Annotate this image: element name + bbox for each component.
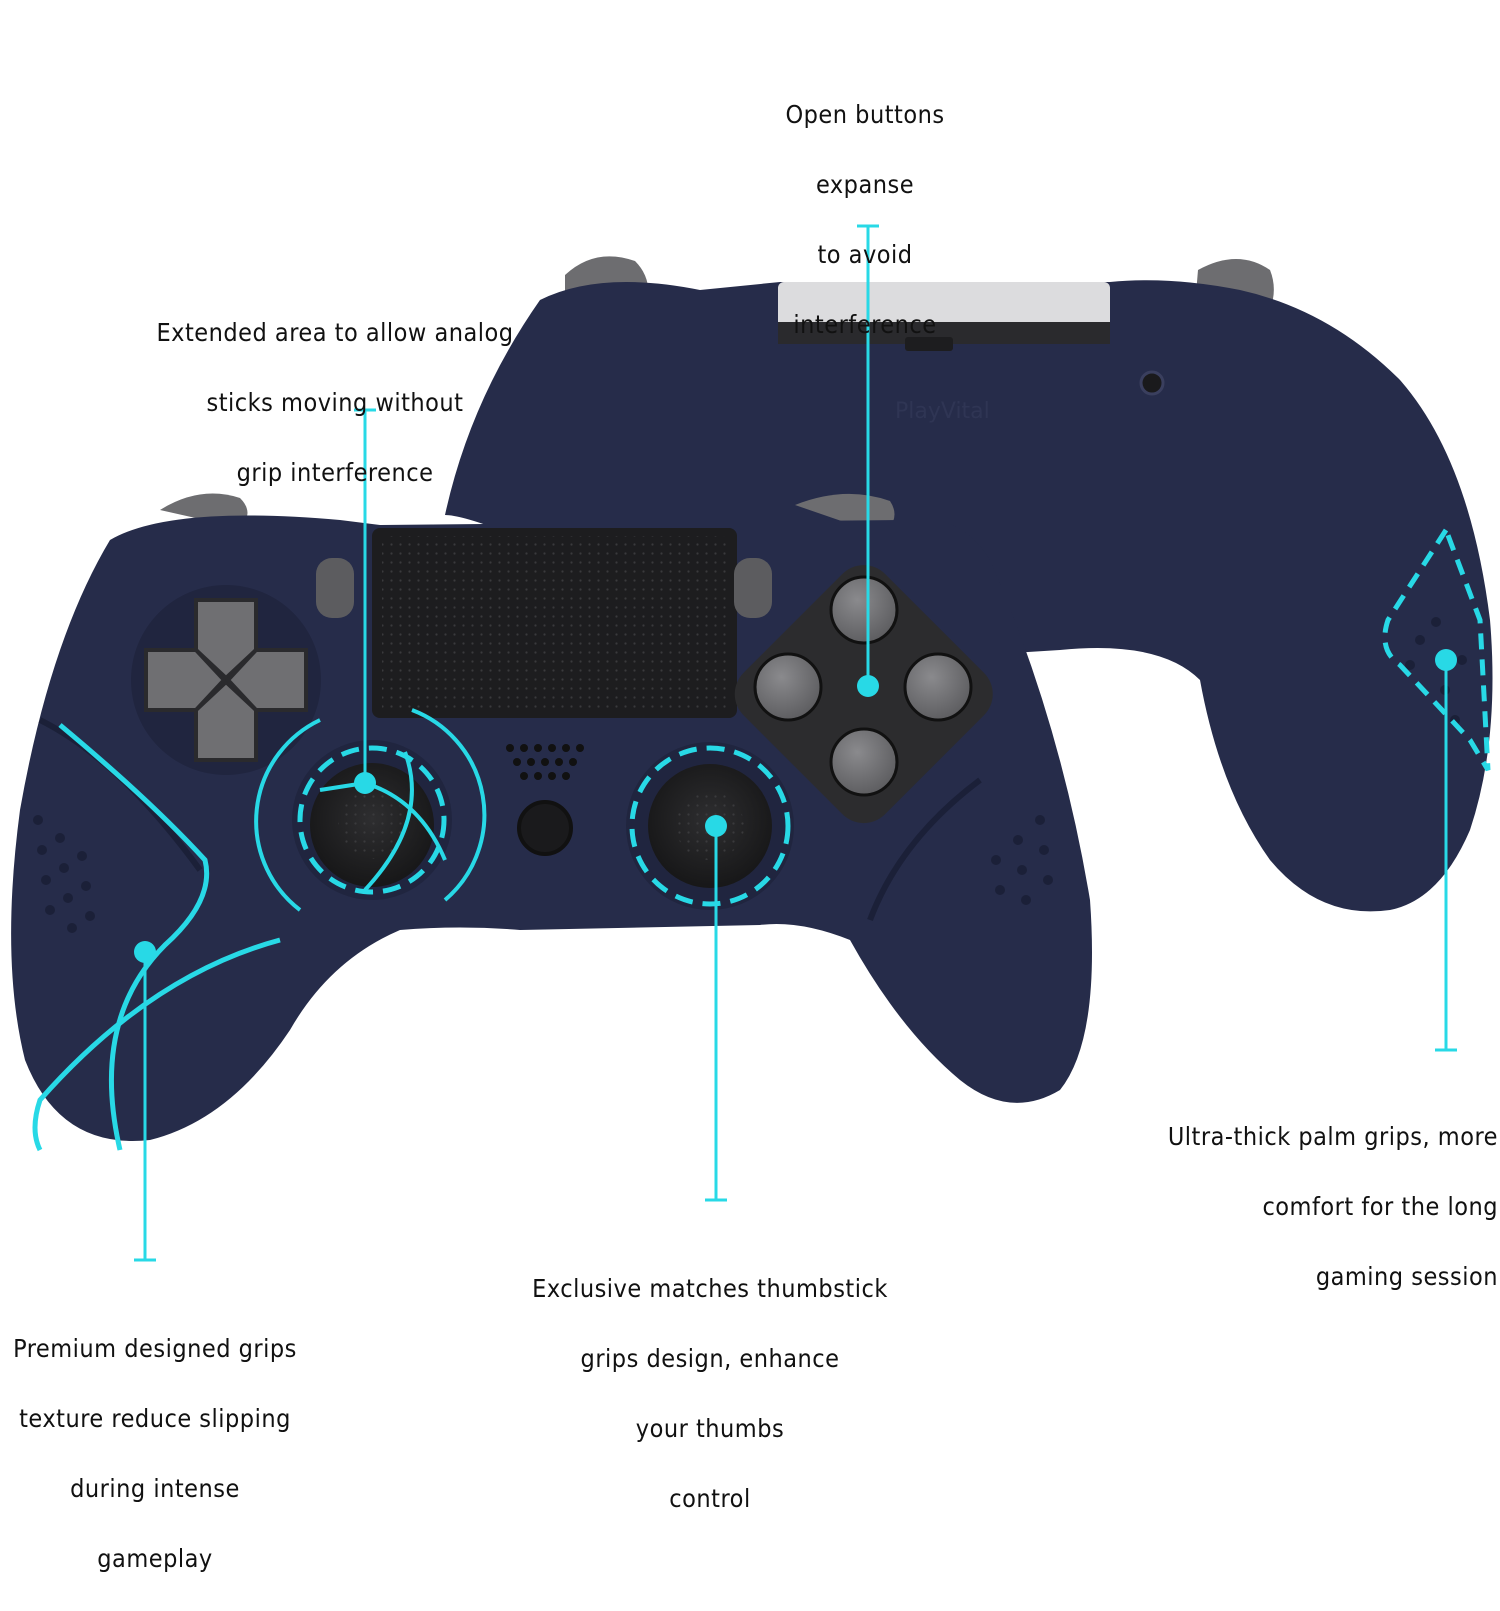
callout-leaders <box>134 224 1457 1262</box>
callout-line: grips design, enhance <box>580 1344 840 1373</box>
callout-line: grip interference <box>236 458 434 487</box>
callout-open-buttons: Open buttons expanse to avoid interferen… <box>760 62 970 377</box>
brand-emboss: PlayVital <box>895 399 990 424</box>
ps-button <box>517 800 573 856</box>
callout-grip-texture: Premium designed grips texture reduce sl… <box>0 1296 310 1611</box>
callout-line: interference <box>793 310 937 339</box>
headphone-jack <box>1139 370 1165 396</box>
callout-line: control <box>669 1484 751 1513</box>
callout-palm-grips: Ultra-thick palm grips, more comfort for… <box>1140 1084 1498 1329</box>
callout-extended-area: Extended area to allow analog sticks mov… <box>150 280 520 525</box>
callout-line: comfort for the long <box>1262 1192 1498 1221</box>
callout-line: gameplay <box>97 1544 213 1573</box>
usb-port <box>905 337 953 351</box>
callout-line: sticks moving without <box>206 388 464 417</box>
options-button <box>734 558 772 618</box>
left-thumbstick <box>254 708 487 912</box>
share-button <box>316 558 354 618</box>
callout-line: texture reduce slipping <box>19 1404 291 1433</box>
callout-line: Open buttons <box>785 100 945 129</box>
callout-line: Extended area to allow analog <box>156 318 514 347</box>
dpad <box>131 585 321 775</box>
callout-thumbstick-grips: Exclusive matches thumbstick grips desig… <box>520 1236 900 1551</box>
speaker-grill <box>506 744 584 780</box>
palm-grip-highlight <box>1382 524 1491 772</box>
callout-line: Exclusive matches thumbstick <box>532 1274 888 1303</box>
callout-line: during intense <box>70 1474 240 1503</box>
callout-line: Ultra-thick palm grips, more <box>1167 1122 1498 1151</box>
callout-line: gaming session <box>1315 1262 1498 1291</box>
callout-line: your thumbs <box>635 1414 785 1443</box>
callout-line: expanse <box>815 170 915 199</box>
product-illustration: PlayVital <box>11 224 1493 1262</box>
grip-texture-highlight <box>58 723 210 1151</box>
controller-front-view <box>11 493 1093 1152</box>
callout-line: Premium designed grips <box>13 1334 297 1363</box>
callout-line: to avoid <box>817 240 913 269</box>
